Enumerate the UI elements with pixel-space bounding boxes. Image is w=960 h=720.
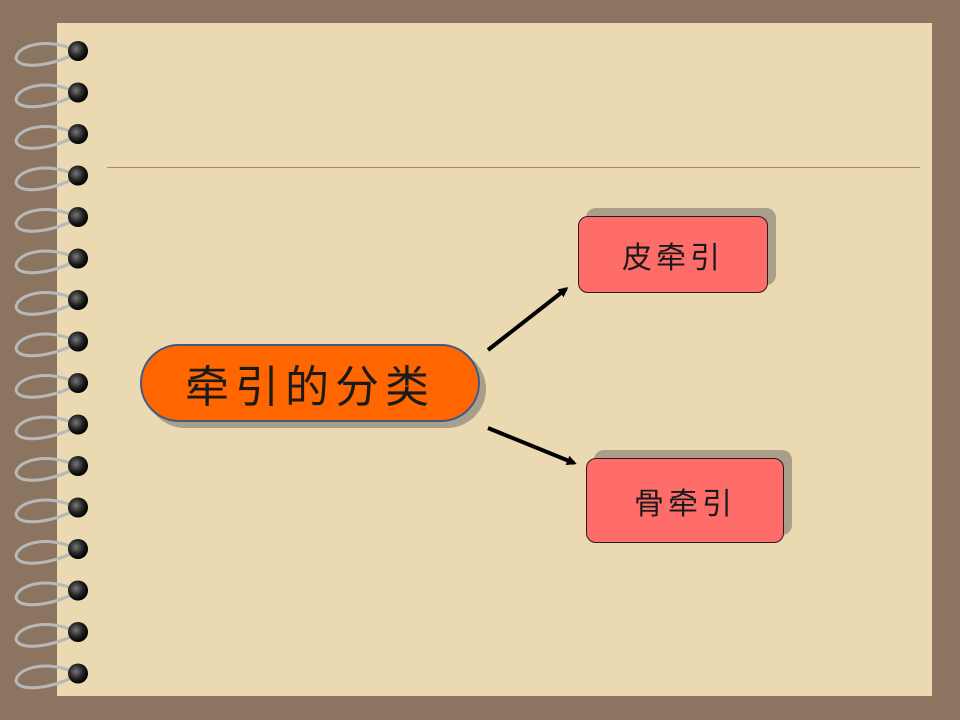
spiral-ring (14, 83, 75, 109)
spiral-ring (14, 374, 75, 399)
spiral-ring (14, 291, 75, 316)
spiral-ring (14, 249, 75, 275)
spiral-ring (14, 498, 75, 524)
child-node-skin-traction: 皮牵引 (578, 216, 768, 293)
spiral-ring (14, 208, 75, 233)
binding-hole (68, 622, 88, 642)
binding-hole (68, 124, 88, 144)
binding-hole (68, 539, 88, 559)
binding-hole (68, 456, 88, 476)
header-rule (107, 167, 920, 168)
spiral-ring (14, 623, 75, 648)
spiral-ring (14, 540, 75, 565)
spiral-ring (14, 581, 75, 607)
child-node-skeletal-traction: 骨牵引 (586, 458, 784, 543)
spiral-ring (14, 166, 75, 192)
binding-hole (68, 41, 88, 61)
binding-hole (68, 290, 88, 310)
spiral-ring (14, 457, 75, 482)
child-node-label: 骨牵引 (634, 486, 736, 522)
binding-hole (68, 580, 88, 601)
binding-hole (68, 331, 88, 352)
spiral-ring (14, 42, 75, 67)
spiral-ring (14, 332, 75, 358)
binding-hole (68, 663, 88, 684)
binding-hole (68, 497, 88, 518)
root-node-label: 牵引的分类 (185, 362, 435, 413)
binding-hole (68, 165, 88, 186)
binding-hole (68, 414, 88, 435)
spiral-binding-icon (14, 41, 88, 690)
binding-hole (68, 207, 88, 227)
child-node-label: 皮牵引 (622, 240, 724, 276)
binding-hole (68, 373, 88, 393)
spiral-ring (14, 664, 75, 690)
binding-hole (68, 82, 88, 103)
root-node: 牵引的分类 (140, 344, 480, 422)
spiral-ring (14, 415, 75, 441)
spiral-ring (14, 125, 75, 150)
binding-hole (68, 248, 88, 269)
